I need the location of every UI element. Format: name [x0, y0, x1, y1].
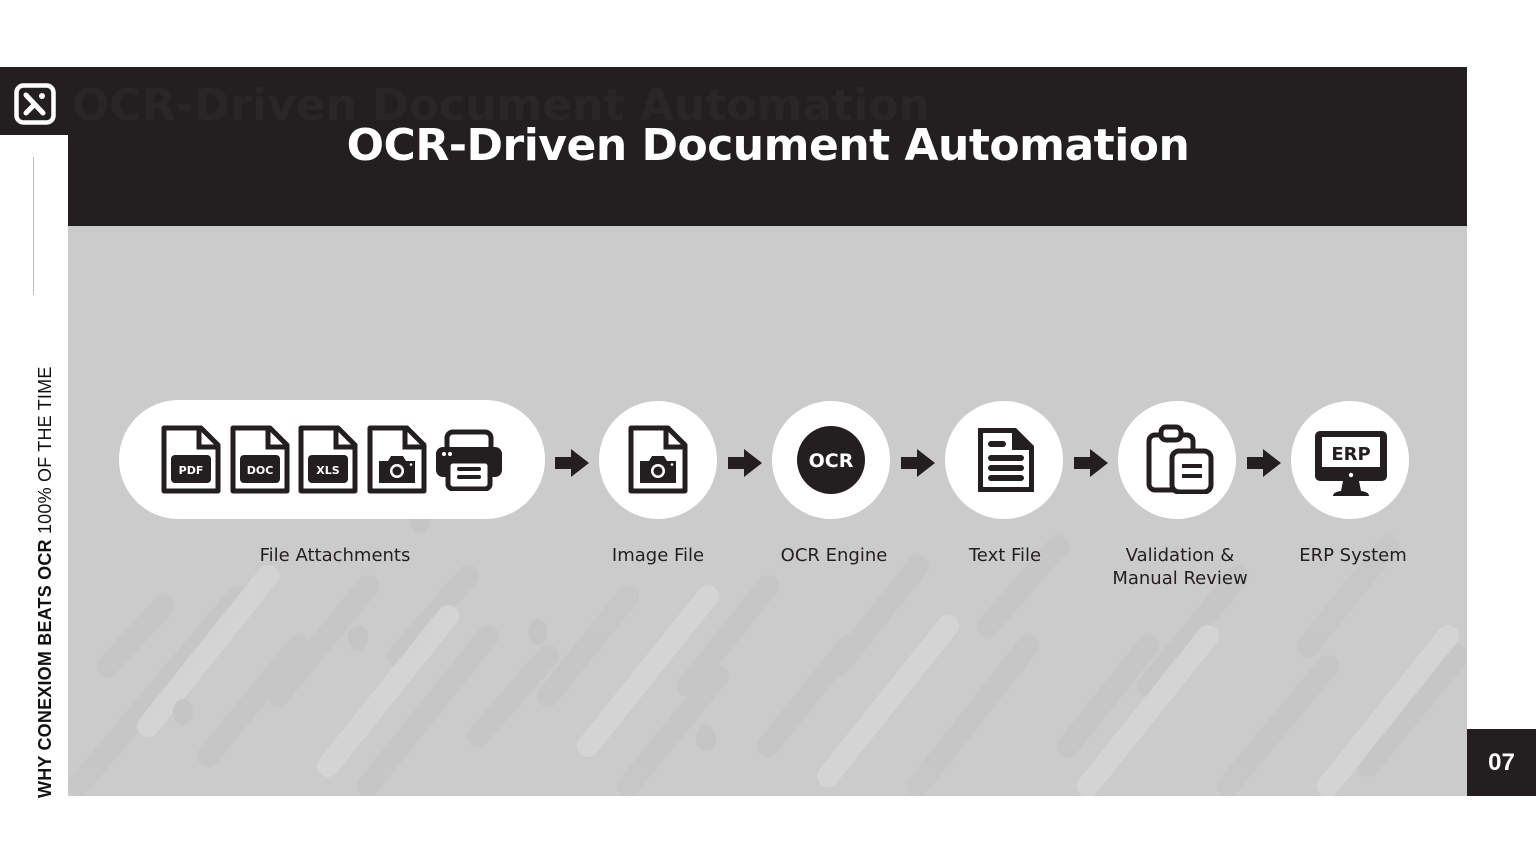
erp-monitor-icon: ERP — [1315, 431, 1387, 496]
arrow-right-icon — [1074, 449, 1108, 477]
sidebar-tagline: WHY CONEXIOM BEATS OCR 100% OF THE TIME — [35, 366, 56, 798]
tagline-light: 100% OF THE TIME — [35, 366, 55, 535]
svg-text:DOC: DOC — [247, 464, 274, 477]
image-file-icon — [367, 425, 427, 494]
arrow-right-icon — [555, 449, 589, 477]
ocr-engine-icon: OCR — [797, 426, 865, 494]
page-number: 07 — [1467, 729, 1536, 796]
step-label-image-file: Image File — [611, 545, 705, 566]
svg-text:XLS: XLS — [316, 464, 339, 477]
clipboard-review-icon — [1146, 424, 1214, 494]
step-label-ocr-engine: OCR Engine — [780, 545, 888, 566]
step-label-validation-line2: Manual Review — [1112, 568, 1248, 589]
arrow-right-icon — [728, 449, 762, 477]
step-label-validation-line1: Validation & — [1125, 545, 1235, 566]
arrow-right-icon — [901, 449, 935, 477]
printer-icon — [436, 429, 502, 491]
sidebar-divider — [33, 157, 34, 295]
svg-text:ERP: ERP — [1331, 444, 1370, 465]
arrow-right-icon — [1247, 449, 1281, 477]
svg-text:PDF: PDF — [179, 464, 204, 477]
doc-file-icon: DOC — [230, 425, 290, 494]
left-sidebar — [0, 135, 68, 815]
step-label-file-attachments: File Attachments — [259, 545, 411, 566]
background-pattern — [68, 493, 1467, 796]
page-title: OCR-Driven Document Automation — [346, 120, 1190, 171]
ghost-title: OCR-Driven Document Automation — [72, 80, 930, 131]
svg-text:OCR: OCR — [809, 450, 854, 472]
step-label-text-file: Text File — [968, 545, 1042, 566]
tagline-bold: WHY CONEXIOM BEATS OCR — [35, 539, 55, 798]
conexiom-logo-icon — [14, 83, 56, 125]
xls-file-icon: XLS — [298, 425, 358, 494]
step-label-validation: Validation & Manual Review — [1090, 544, 1270, 590]
image-file-icon — [628, 425, 688, 494]
slide-header — [0, 67, 1467, 226]
step-label-erp-system: ERP System — [1299, 545, 1407, 566]
pdf-file-icon: PDF — [161, 425, 221, 494]
text-file-icon — [978, 428, 1034, 492]
